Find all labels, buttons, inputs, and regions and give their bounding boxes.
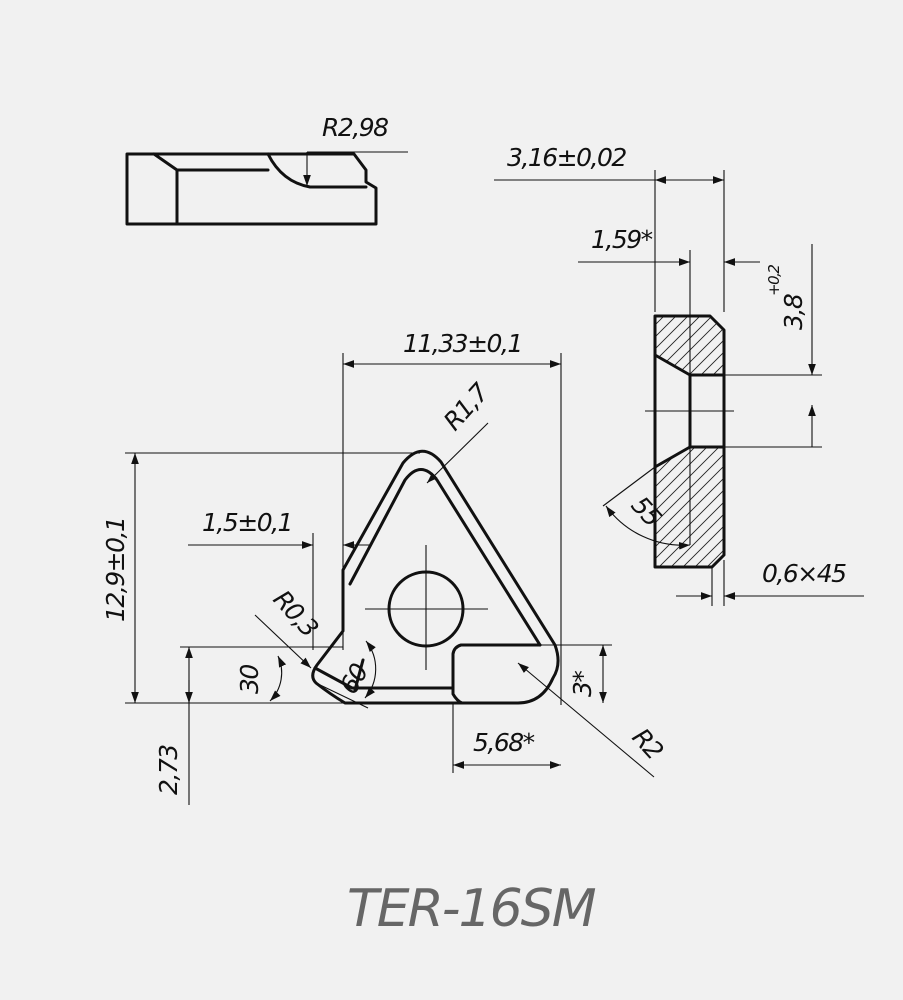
dim-angle-30: 30 bbox=[235, 665, 264, 694]
dim-thickness: 3,16±0,02 bbox=[507, 143, 626, 172]
dim-width: 11,33±0,1 bbox=[403, 329, 522, 358]
section-view: 3,16±0,02 1,59* 3,8 +0,2 55 0,6×45 bbox=[494, 143, 864, 606]
dim-angle-60: 60 bbox=[334, 659, 374, 699]
dim-568: 5,68* bbox=[473, 728, 535, 757]
dim-3: 3* bbox=[568, 671, 597, 697]
dim-r17: R1,7 bbox=[438, 377, 495, 436]
dim-height: 12,9±0,1 bbox=[101, 518, 130, 622]
part-title: TER-16SM bbox=[347, 879, 596, 939]
dim-hole-38: 3,8 bbox=[779, 294, 808, 330]
dim-depth-159: 1,59* bbox=[591, 225, 653, 254]
dim-offset-15: 1,5±0,1 bbox=[202, 508, 292, 537]
dim-chamfer: 0,6×45 bbox=[762, 559, 846, 588]
hatch-bottom bbox=[655, 447, 724, 567]
main-insert-view: 11,33±0,1 R1,7 12,9±0,1 1,5±0,1 R0,3 30 … bbox=[101, 329, 669, 805]
dim-r298: R2,98 bbox=[322, 113, 388, 142]
dim-angle-55: 55 bbox=[626, 491, 667, 532]
dim-hole-38-tol: +0,2 bbox=[765, 265, 783, 296]
dim-273: 2,73 bbox=[154, 745, 183, 795]
dim-r03: R0,3 bbox=[268, 585, 324, 643]
top-profile-view: R2,98 bbox=[125, 113, 408, 226]
